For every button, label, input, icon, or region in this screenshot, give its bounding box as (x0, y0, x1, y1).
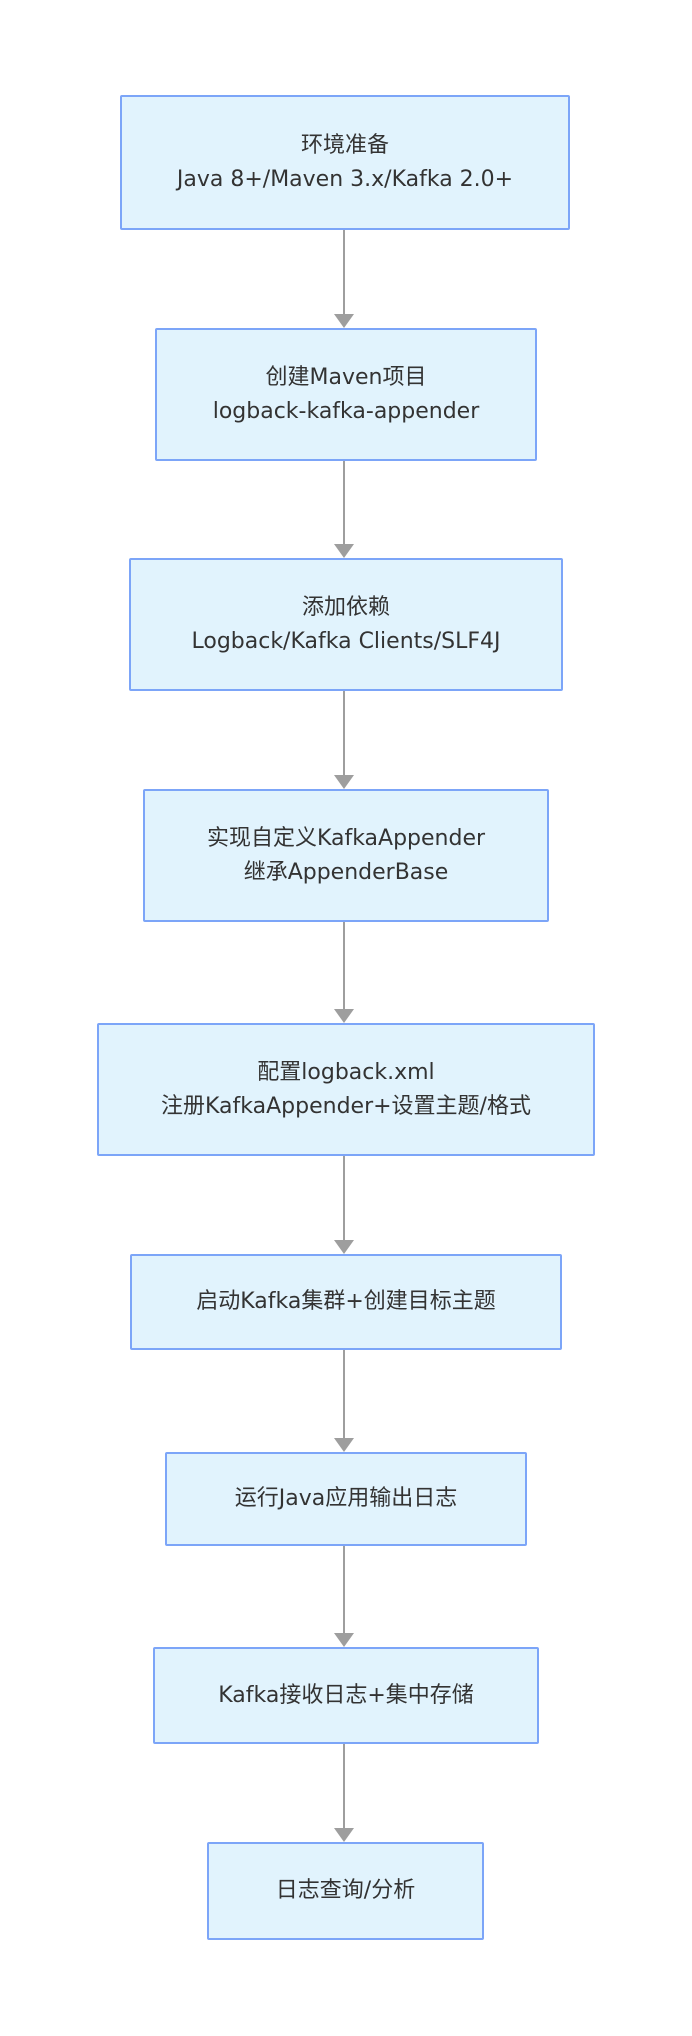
node-text-line: Kafka接收日志+集中存储 (218, 1682, 474, 1708)
flow-arrow-8 (334, 1744, 354, 1842)
node-text-line: 运行Java应用输出日志 (234, 1486, 458, 1511)
flow-arrow-1 (334, 230, 354, 328)
arrow-line (343, 230, 345, 314)
arrow-line (343, 922, 345, 1009)
flow-arrow-5 (334, 1156, 354, 1254)
node-text-line: Logback/Kafka Clients/SLF4J (191, 628, 501, 654)
flow-node-create-maven-project: 创建Maven项目 logback-kafka-appender (155, 328, 537, 461)
node-text-line: 配置logback.xml (257, 1059, 435, 1085)
flow-node-run-java-app: 运行Java应用输出日志 (165, 1452, 527, 1546)
arrow-head-icon (334, 1240, 354, 1254)
arrow-head-icon (334, 314, 354, 328)
flow-node-implement-kafka-appender: 实现自定义KafkaAppender 继承AppenderBase (143, 789, 549, 922)
flow-arrow-4 (334, 922, 354, 1023)
arrow-line (343, 691, 345, 775)
flow-node-start-kafka-cluster: 启动Kafka集群+创建目标主题 (130, 1254, 562, 1350)
arrow-line (343, 1744, 345, 1828)
node-text-line: 实现自定义KafkaAppender (206, 825, 486, 851)
arrow-head-icon (334, 544, 354, 558)
arrow-line (343, 1156, 345, 1240)
arrow-head-icon (334, 1438, 354, 1452)
flow-arrow-3 (334, 691, 354, 789)
arrow-line (343, 461, 345, 544)
arrow-head-icon (334, 1828, 354, 1842)
node-text-line: 注册KafkaAppender+设置主题/格式 (161, 1093, 531, 1119)
node-text-line: 启动Kafka集群+创建目标主题 (196, 1289, 496, 1314)
arrow-line (343, 1350, 345, 1438)
arrow-head-icon (334, 1009, 354, 1023)
flow-node-log-query-analysis: 日志查询/分析 (207, 1842, 484, 1940)
node-text-line: logback-kafka-appender (212, 398, 480, 424)
node-text-line: Java 8+/Maven 3.x/Kafka 2.0+ (176, 166, 514, 192)
node-text-line: 环境准备 (300, 132, 389, 158)
node-text-line: 创建Maven项目 (265, 364, 427, 390)
flow-arrow-2 (334, 461, 354, 558)
arrow-head-icon (334, 775, 354, 789)
flow-node-kafka-receive-logs: Kafka接收日志+集中存储 (153, 1647, 539, 1744)
node-text-line: 日志查询/分析 (275, 1878, 416, 1903)
arrow-head-icon (334, 1633, 354, 1647)
flow-arrow-7 (334, 1546, 354, 1647)
flow-arrow-6 (334, 1350, 354, 1452)
node-text-line: 继承AppenderBase (243, 859, 449, 885)
flow-node-add-dependencies: 添加依赖 Logback/Kafka Clients/SLF4J (129, 558, 563, 691)
flow-node-configure-logback-xml: 配置logback.xml 注册KafkaAppender+设置主题/格式 (97, 1023, 595, 1156)
node-text-line: 添加依赖 (301, 594, 390, 620)
arrow-line (343, 1546, 345, 1633)
flow-node-env-prep: 环境准备 Java 8+/Maven 3.x/Kafka 2.0+ (120, 95, 570, 230)
